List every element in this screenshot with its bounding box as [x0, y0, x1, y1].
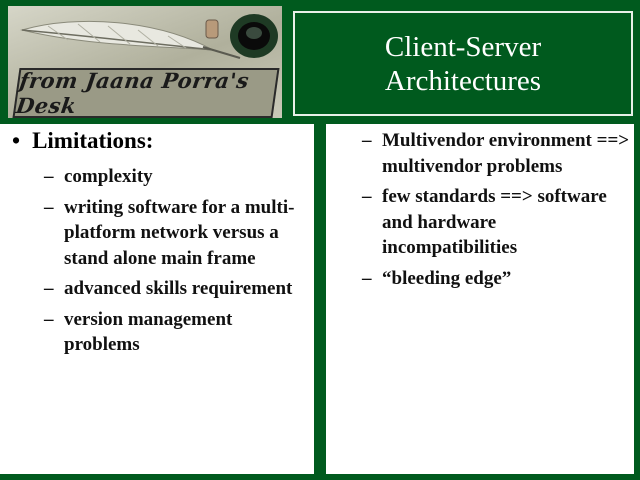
dash-marker: – — [44, 166, 54, 187]
title-frame: Client-Server Architectures — [293, 11, 633, 116]
dash-marker: – — [44, 196, 54, 218]
heading-text: Limitations: — [32, 128, 154, 153]
dash-marker: – — [362, 130, 372, 151]
feather-quill-icon — [20, 14, 278, 59]
list-item-text: Multivendor environment ==> multivendor … — [382, 130, 630, 177]
limitations-list: –complexity –writing software for a mult… — [44, 164, 306, 363]
list-item-text: writing software for a multi-platform ne… — [64, 196, 295, 269]
list-item: –version management problems — [44, 307, 306, 358]
list-item: –Multivendor environment ==> multivendor… — [362, 128, 630, 179]
dash-marker: – — [362, 186, 372, 207]
inkwell-icon — [230, 14, 278, 58]
right-content-panel: –Multivendor environment ==> multivendor… — [326, 124, 634, 474]
list-item: –few standards ==> software and hardware… — [362, 184, 630, 261]
issues-list: –Multivendor environment ==> multivendor… — [362, 128, 630, 296]
list-item-text: complexity — [64, 166, 153, 187]
logo-caption: from Jaana Porra's Desk — [12, 68, 280, 118]
list-item: –“bleeding edge” — [362, 266, 630, 292]
list-item-text: advanced skills requirement — [64, 278, 293, 299]
list-item: –writing software for a multi-platform n… — [44, 195, 306, 272]
list-item-text: version management problems — [64, 308, 233, 356]
dash-marker: – — [44, 278, 54, 299]
heading-bullet: • — [12, 128, 21, 153]
limitations-heading: • Limitations: — [12, 128, 153, 154]
dash-marker: – — [44, 308, 54, 330]
list-item: –complexity — [44, 164, 306, 190]
list-item-text: few standards ==> software and hardware … — [382, 186, 607, 258]
list-item-text: “bleeding edge” — [382, 267, 512, 289]
logo-banner: from Jaana Porra's Desk — [8, 6, 282, 118]
dash-marker: – — [362, 267, 372, 289]
slide-title: Client-Server Architectures — [384, 30, 542, 97]
left-content-panel: •Limitations: –complexity –writing softw… — [0, 124, 314, 474]
list-item: –advanced skills requirement — [44, 276, 306, 302]
